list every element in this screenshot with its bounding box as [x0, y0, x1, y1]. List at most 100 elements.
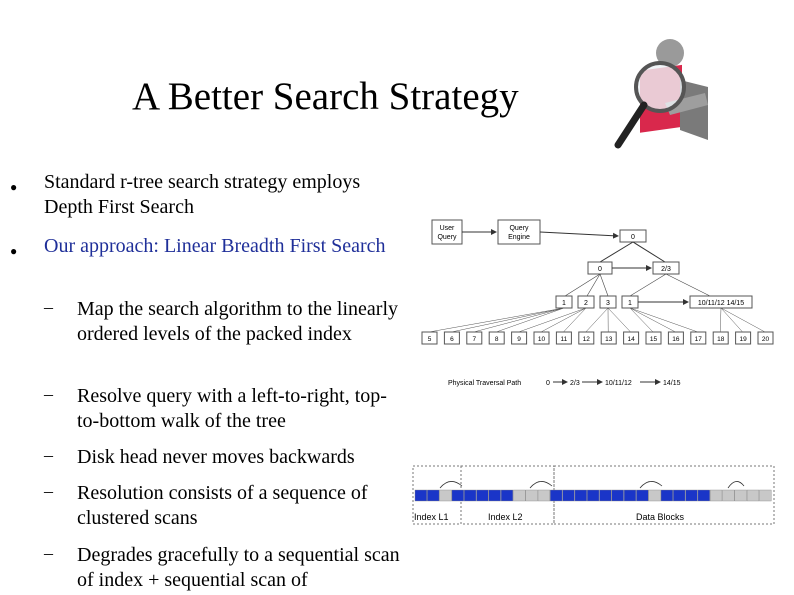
leaf-label: 17	[695, 336, 703, 343]
leaf-label: 19	[739, 336, 747, 343]
query-engine-label-1: Query	[509, 225, 529, 232]
level2-label: 1	[628, 300, 632, 307]
leaf-label: 16	[672, 336, 680, 343]
leaf-label: 13	[605, 336, 613, 343]
index-l1-label: Index L1	[414, 512, 449, 522]
user-query-box	[431, 219, 463, 245]
leaf-node	[421, 331, 438, 345]
leaf-label: 7	[472, 336, 476, 343]
disk-block	[746, 489, 760, 502]
tree-traversal-diagram: User Query Query Engine 0 0 2/3 1 2 3 1 …	[421, 219, 774, 387]
leaf-node	[623, 331, 640, 345]
disk-block	[488, 489, 501, 502]
leaf-label: 10	[538, 336, 546, 343]
root-label: 0	[631, 234, 635, 241]
disk-block	[550, 489, 563, 502]
leaf-node	[555, 331, 572, 345]
path-step: 10/11/12	[605, 380, 632, 387]
slide-title: A Better Search Strategy	[132, 75, 519, 118]
leaf-label: 20	[762, 336, 770, 343]
leaf-label: 5	[428, 336, 432, 343]
level1-label-1: 0	[598, 266, 602, 273]
dash-icon: –	[44, 445, 53, 465]
level2-label: 3	[606, 300, 610, 307]
leaf-label: 18	[717, 336, 725, 343]
leaf-node	[600, 331, 617, 345]
disk-block	[759, 489, 772, 502]
leaf-label: 15	[650, 336, 658, 343]
subbullet-map-search: Map the search algorithm to the linearly…	[77, 298, 399, 345]
level2-label: 2	[584, 300, 588, 307]
subbullet-degrades: Degrades gracefully to a sequential scan…	[77, 544, 400, 591]
subbullet-disk-head: Disk head never moves backwards	[77, 446, 355, 468]
disk-block	[586, 489, 600, 502]
disk-block	[599, 489, 612, 502]
dash-icon: –	[44, 297, 53, 317]
leaf-label: 8	[495, 336, 499, 343]
level2-tail-label: 10/11/12 14/15	[698, 300, 744, 307]
path-step: 0	[546, 380, 550, 387]
bullet-standard-search: Standard r-tree search strategy employs …	[44, 171, 361, 218]
disk-block	[660, 489, 674, 502]
level1-label-2: 2/3	[661, 266, 671, 273]
disk-block	[451, 489, 464, 502]
leaf-label: 11	[561, 336, 568, 343]
leaf-node	[443, 331, 460, 345]
bullet-icon: ●	[10, 244, 18, 258]
leaf-label: 14	[627, 336, 635, 343]
disk-layout-diagram: Index L1 Index L2 Data Blocks	[412, 465, 775, 525]
subbullet-resolve-query: Resolve query with a left-to-right, top-…	[77, 385, 387, 432]
query-engine-box	[497, 219, 541, 245]
level2-label: 1	[562, 300, 566, 307]
dash-icon: –	[44, 543, 53, 563]
disk-block	[697, 489, 710, 502]
disk-block	[673, 489, 686, 502]
magnifier-logo-icon	[614, 39, 708, 149]
disk-block	[685, 489, 698, 502]
disk-block	[636, 489, 649, 502]
leaf-node	[488, 331, 505, 345]
leaf-node	[466, 331, 483, 345]
disk-block	[537, 489, 551, 502]
user-query-label-1: User	[440, 225, 455, 232]
user-query-label-2: Query	[437, 234, 457, 241]
traversal-path-label: Physical Traversal Path	[448, 380, 521, 387]
disk-block	[464, 489, 477, 502]
subbullet-clustered-scans: Resolution consists of a sequence of clu…	[77, 482, 368, 529]
index-l2-label: Index L2	[488, 512, 523, 522]
path-step: 14/15	[663, 380, 681, 387]
leaf-node	[735, 331, 752, 345]
path-step: 2/3	[570, 380, 580, 387]
dash-icon: –	[44, 384, 53, 404]
disk-block	[525, 489, 538, 502]
leaf-node	[690, 331, 707, 345]
disk-block	[439, 489, 452, 502]
leaf-label: 9	[517, 336, 521, 343]
disk-block	[513, 489, 526, 502]
disk-block	[623, 489, 637, 502]
disk-block	[710, 489, 723, 502]
query-engine-label-2: Engine	[508, 234, 530, 241]
leaf-node	[511, 331, 528, 345]
disk-block	[574, 489, 587, 502]
bullet-our-approach: Our approach: Linear Breadth First Searc…	[44, 235, 386, 257]
disk-block	[734, 489, 747, 502]
leaf-node	[645, 331, 662, 345]
disk-block	[500, 489, 514, 502]
disk-block	[648, 489, 661, 502]
leaf-node	[533, 331, 550, 345]
disk-block	[611, 489, 624, 502]
leaf-node	[667, 331, 684, 345]
disk-block	[722, 489, 735, 502]
leaf-label: 6	[450, 336, 454, 343]
disk-block	[562, 489, 575, 502]
leaf-label: 12	[583, 336, 591, 343]
disk-block	[427, 489, 440, 502]
bullet-icon: ●	[10, 180, 18, 194]
disk-block	[414, 489, 428, 502]
leaf-node	[757, 331, 774, 345]
data-blocks-region	[553, 465, 775, 525]
disk-block	[476, 489, 489, 502]
leaf-node	[712, 331, 729, 345]
dash-icon: –	[44, 481, 53, 501]
